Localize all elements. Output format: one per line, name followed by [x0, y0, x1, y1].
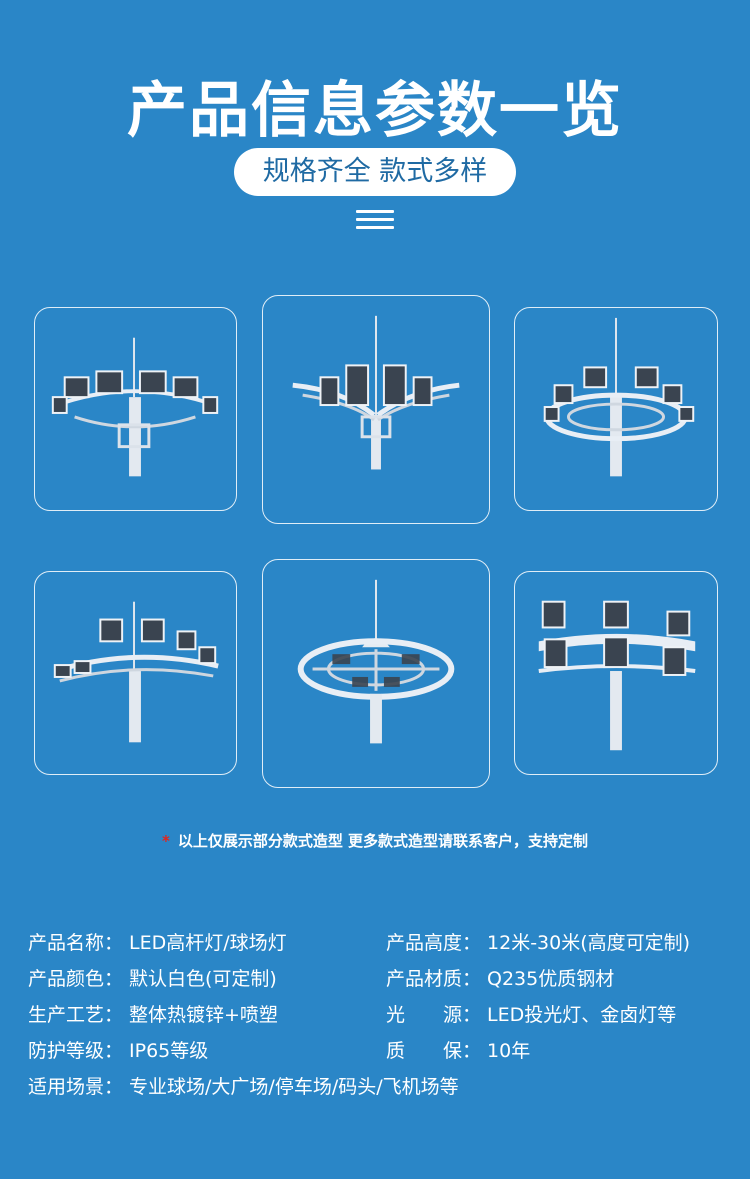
spec-value: 12米-30米(高度可定制) — [487, 932, 691, 954]
product-card-1[interactable] — [34, 307, 237, 511]
page-title: 产品信息参数一览 — [127, 76, 623, 146]
pole-light-icon — [543, 317, 695, 477]
pole-light-icon — [53, 601, 219, 743]
spec-height: 产品高度：12米-30米(高度可定制) — [386, 928, 690, 958]
spec-label: 产品颜色： — [28, 968, 124, 990]
product-card-4[interactable] — [34, 571, 237, 775]
spec-value: 专业球场/大广场/停车场/码头/飞机场等 — [129, 1076, 459, 1098]
pole-light-icon — [538, 600, 696, 751]
spec-color: 产品颜色：默认白色(可定制) — [28, 964, 277, 994]
spec-label: 生产工艺： — [28, 1004, 124, 1026]
spec-label: 质 保： — [386, 1040, 482, 1062]
spec-value: IP65等级 — [129, 1040, 209, 1062]
pole-light-icon — [297, 579, 455, 744]
spec-value: 默认白色(可定制) — [129, 968, 277, 990]
subtitle-badge: 规格齐全 款式多样 — [234, 148, 516, 196]
spec-label: 防护等级： — [28, 1040, 124, 1062]
spec-label: 产品高度： — [386, 932, 482, 954]
notice: * 以上仅展示部分款式造型 更多款式造型请联系客户，支持定制 — [0, 830, 750, 851]
notice-text: 以上仅展示部分款式造型 更多款式造型请联系客户，支持定制 — [177, 832, 589, 850]
menu-icon — [356, 210, 394, 236]
spec-value: LED高杆灯/球场灯 — [129, 932, 287, 954]
spec-value: Q235优质钢材 — [487, 968, 615, 990]
spec-process: 生产工艺：整体热镀锌+喷塑 — [28, 1000, 278, 1030]
product-card-2[interactable] — [262, 295, 490, 524]
pole-light-icon — [292, 315, 460, 470]
spec-protection: 防护等级：IP65等级 — [28, 1036, 208, 1066]
spec-source: 光 源：LED投光灯、金卤灯等 — [386, 1000, 676, 1030]
spec-name: 产品名称：LED高杆灯/球场灯 — [28, 928, 287, 958]
product-card-5[interactable] — [262, 559, 490, 788]
asterisk: * — [161, 832, 170, 850]
spec-scene: 适用场景：专业球场/大广场/停车场/码头/飞机场等 — [28, 1072, 459, 1102]
product-card-6[interactable] — [514, 571, 718, 775]
spec-label: 产品材质： — [386, 968, 482, 990]
spec-warranty: 质 保：10年 — [386, 1036, 530, 1066]
spec-label: 光 源： — [386, 1004, 482, 1026]
spec-label: 产品名称： — [28, 932, 124, 954]
spec-material: 产品材质：Q235优质钢材 — [386, 964, 614, 994]
spec-label: 适用场景： — [28, 1076, 124, 1098]
spec-value: 整体热镀锌+喷塑 — [129, 1004, 278, 1026]
spec-value: 10年 — [487, 1040, 531, 1062]
spec-value: LED投光灯、金卤灯等 — [487, 1004, 677, 1026]
pole-light-icon — [51, 337, 219, 477]
product-card-3[interactable] — [514, 307, 718, 511]
